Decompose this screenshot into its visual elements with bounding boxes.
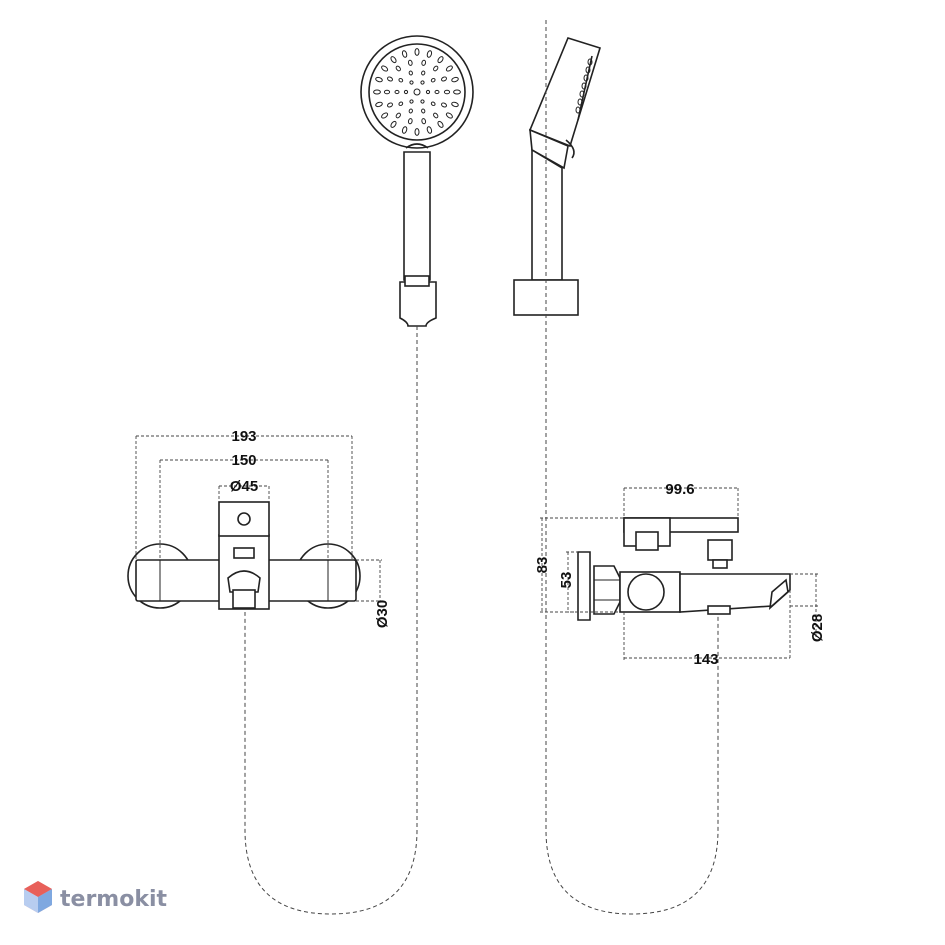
nozzle-hole (425, 89, 431, 95)
nozzle-hole (451, 76, 459, 83)
nozzle-hole (401, 50, 408, 58)
nozzle-hole (409, 99, 414, 104)
nozzle-hole (453, 89, 461, 95)
nozzle-hole (421, 70, 426, 76)
side-nozzles (575, 58, 593, 114)
nozzle-hole (430, 77, 436, 83)
nozzle-hole (373, 89, 381, 95)
mixer-front-view (127, 501, 361, 610)
termokit-logo: termokit (24, 881, 167, 913)
dim-99-6-label: 99.6 (665, 481, 694, 498)
side-nozzle (581, 82, 587, 90)
nozzle-hole (437, 56, 444, 64)
nozzle-hole (420, 99, 425, 104)
nozzle-hole (394, 89, 400, 95)
nozzle-hole (433, 65, 439, 72)
dimension-lines (135, 435, 818, 660)
side-nozzle (579, 90, 585, 98)
nozzle-hole (381, 65, 389, 72)
side-nozzle (583, 74, 589, 82)
nozzle-hole (387, 76, 393, 82)
dim-28-label: Ø28 (809, 614, 826, 642)
nozzle-hole (430, 101, 436, 107)
brand-name: termokit (60, 887, 167, 912)
nozzle-hole (375, 76, 383, 83)
nozzle-hole (407, 59, 413, 66)
nozzle-hole (381, 112, 389, 119)
shower-nozzles (373, 48, 461, 136)
nozzle-hole (445, 65, 453, 72)
nozzle-hole (414, 128, 420, 136)
nozzle-hole (375, 101, 383, 108)
nozzle-hole (421, 118, 427, 125)
hand-shower-front-view (360, 35, 474, 327)
nozzle-hole (390, 56, 397, 64)
nozzle-hole (409, 80, 414, 85)
nozzle-center (413, 88, 421, 96)
nozzle-hole (426, 50, 433, 58)
dim-150-label: 150 (231, 452, 256, 469)
nozzle-hole (421, 59, 427, 66)
dim-53-label: 53 (558, 572, 575, 589)
nozzle-hole (408, 70, 413, 76)
nozzle-hole (395, 65, 401, 72)
nozzle-hole (434, 89, 440, 95)
nozzle-hole (420, 80, 425, 85)
nozzle-hole (421, 108, 426, 114)
side-nozzle (575, 106, 581, 114)
dim-45-label: Ø45 (230, 478, 258, 495)
nozzle-hole (398, 77, 404, 83)
nozzle-hole (398, 101, 404, 107)
dim-143-label: 143 (693, 651, 718, 668)
nozzle-hole (451, 101, 459, 108)
hand-shower-side-view (513, 37, 601, 316)
dim-30-label: Ø30 (374, 600, 391, 628)
nozzle-hole (433, 112, 439, 119)
shower-hose (244, 20, 719, 915)
nozzle-hole (387, 102, 393, 108)
side-nozzle (577, 98, 583, 106)
nozzle-hole (445, 112, 453, 119)
nozzle-hole (383, 89, 391, 95)
nozzle-hole (437, 120, 444, 128)
nozzle-hole (390, 120, 397, 128)
nozzle-hole (395, 112, 401, 119)
side-nozzle (585, 66, 591, 74)
nozzle-hole (414, 48, 420, 56)
dimension-labels: 193 150 Ø45 Ø30 99.6 83 53 143 Ø28 (230, 428, 826, 668)
nozzle-hole (403, 89, 409, 95)
nozzle-hole (441, 102, 447, 108)
nozzle-hole (426, 126, 433, 134)
nozzle-hole (441, 76, 447, 82)
nozzle-hole (401, 126, 408, 134)
dim-83-label: 83 (534, 557, 551, 574)
mixer-side-view (577, 517, 791, 621)
dim-193-label: 193 (231, 428, 256, 445)
nozzle-hole (443, 89, 451, 95)
nozzle-hole (408, 108, 413, 114)
side-nozzle (587, 58, 593, 66)
nozzle-hole (407, 118, 413, 125)
